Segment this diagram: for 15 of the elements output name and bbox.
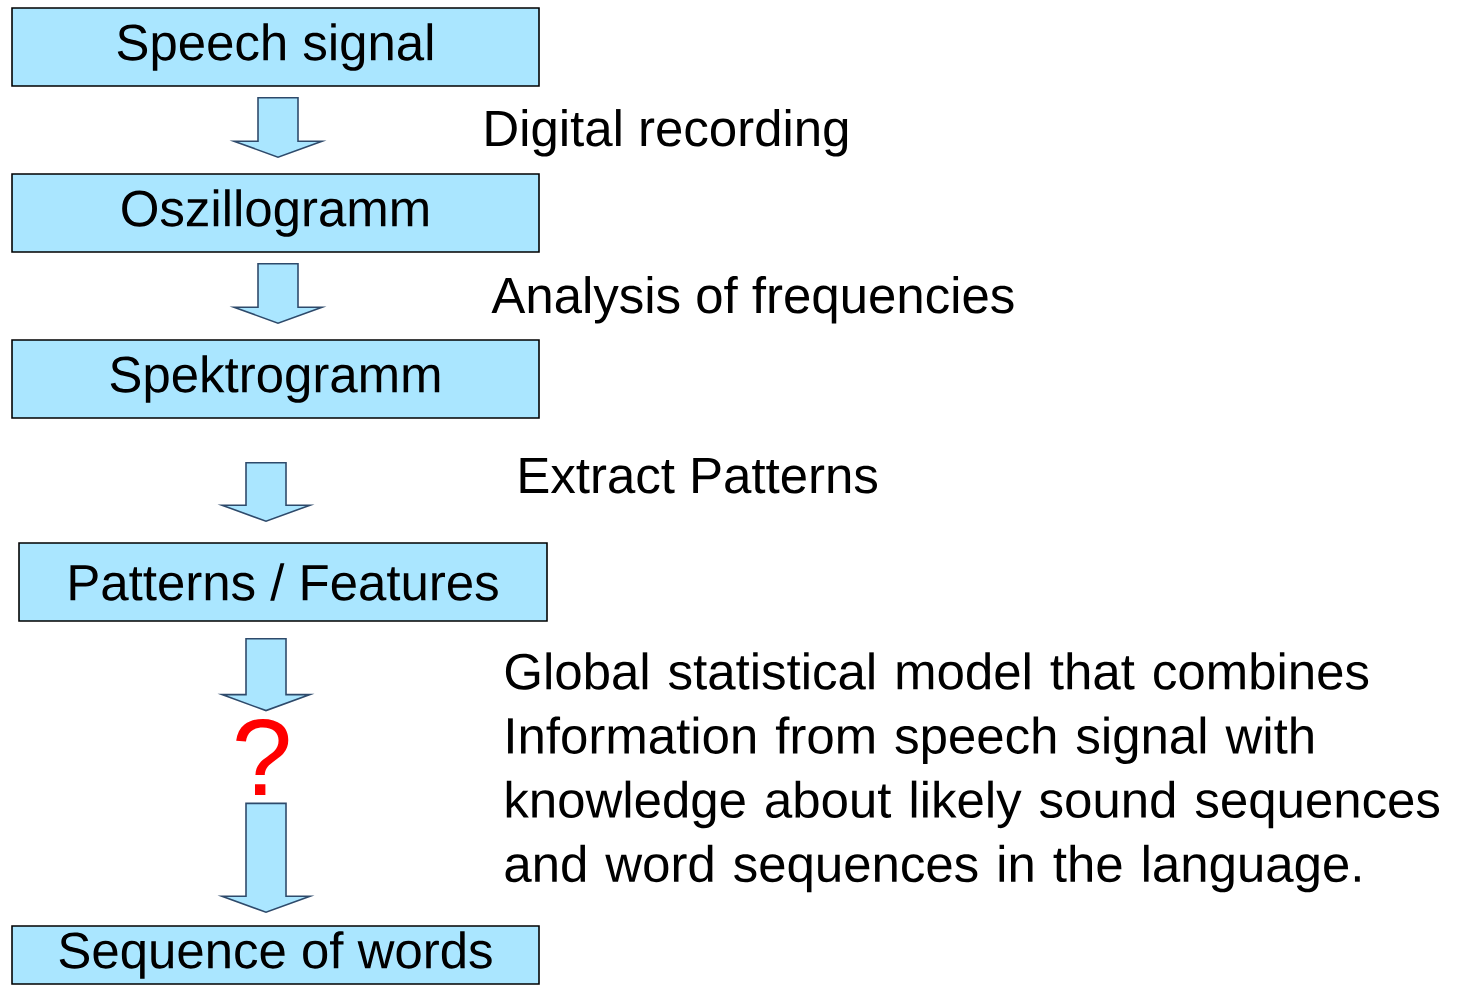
edge-label: Analysis of frequencies bbox=[491, 276, 1014, 324]
block-arrow bbox=[217, 802, 315, 914]
process-box: Spektrogramm bbox=[11, 339, 540, 419]
process-box: Patterns / Features bbox=[18, 542, 548, 622]
block-arrow bbox=[229, 263, 327, 325]
process-box: Oszillogramm bbox=[11, 173, 540, 253]
question-mark: ? bbox=[236, 718, 289, 796]
process-box: Sequence of words bbox=[11, 925, 540, 985]
block-arrow bbox=[217, 462, 315, 523]
block-arrow bbox=[229, 97, 327, 159]
edge-label: Extract Patterns bbox=[520, 457, 877, 494]
block-arrow bbox=[217, 638, 315, 712]
edge-label: Digital recording bbox=[486, 109, 848, 157]
note-text: Global statistical model that combines Information from speech signal with knowledge about likely sound sequences and word sequences in the language. bbox=[505, 652, 1440, 893]
process-box: Speech signal bbox=[11, 7, 540, 87]
